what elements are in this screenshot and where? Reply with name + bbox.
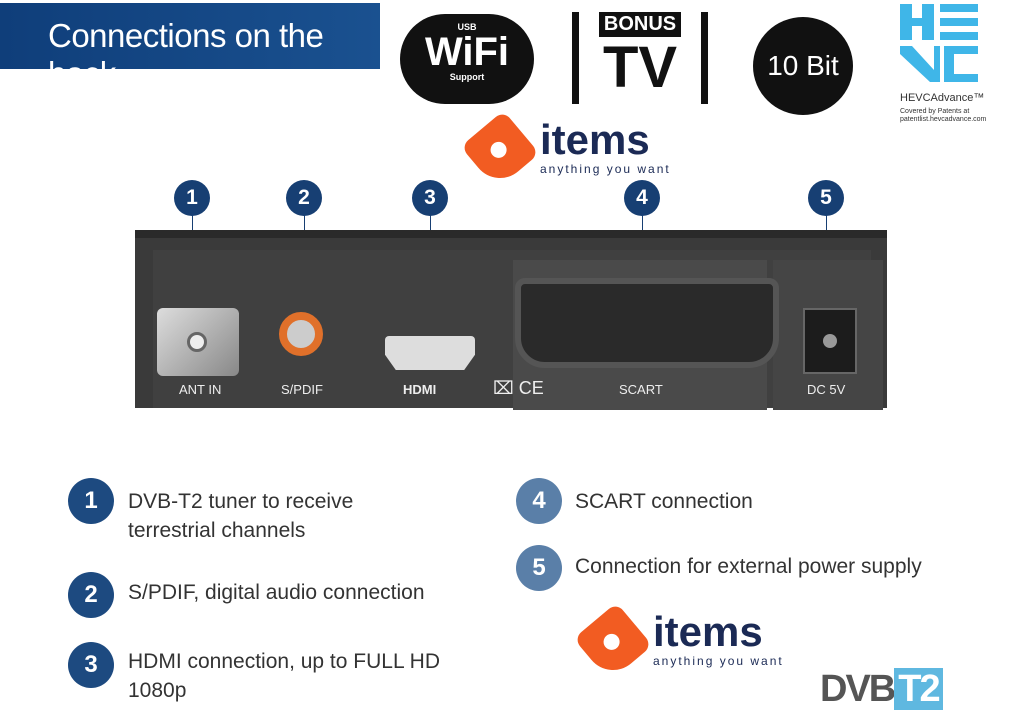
callout-5: 5: [808, 180, 844, 216]
spdif-port-icon: [279, 312, 323, 356]
hdmi-port-icon: [385, 336, 475, 370]
feature-num-3: 3: [68, 642, 114, 688]
watermark-slogan: anything you want: [653, 654, 784, 668]
hdmi-label: HDMI: [403, 382, 437, 397]
dvb-logo-left: DVB: [820, 668, 896, 710]
callout-4: 4: [624, 180, 660, 216]
receiver-back-panel: ANT IN S/PDIF HDMI ⌧ CE SCART DC 5V: [135, 230, 887, 410]
antenna-port-icon: [157, 308, 239, 376]
callout-2: 2: [286, 180, 322, 216]
feature-text-5: Connection for external power supply: [575, 555, 922, 578]
dc-port-icon: [803, 308, 857, 374]
scart-port-icon: [515, 278, 779, 368]
callout-3: 3: [412, 180, 448, 216]
ten-bit-badge: 10 Bit: [753, 17, 853, 115]
tv-label: TV: [602, 35, 678, 100]
feature-num-5: 5: [516, 545, 562, 591]
page-title: Connections on the back: [0, 3, 380, 92]
wifi-badge-top: USB: [457, 22, 477, 32]
hevc-logo-icon: [900, 4, 978, 82]
feature-num-2: 2: [68, 572, 114, 618]
watermark-brand: items: [540, 116, 650, 163]
wifi-badge-main: WiFi: [424, 30, 510, 74]
callout-1: 1: [174, 180, 210, 216]
dc-label: DC 5V: [807, 382, 846, 397]
watermark-slogan: anything you want: [540, 162, 671, 176]
ant-in-label: ANT IN: [179, 382, 222, 397]
feature-num-1: 1: [68, 478, 114, 524]
bonus-label: BONUS: [599, 12, 681, 37]
weee-ce-marks: ⌧ CE: [493, 378, 544, 398]
spdif-label: S/PDIF: [281, 382, 323, 397]
usb-wifi-badge: USB WiFi Support: [400, 14, 534, 104]
feature-text-1: DVB-T2 tuner to receive terrestrial chan…: [128, 490, 354, 542]
feature-text-3: HDMI connection, up to FULL HD 1080p: [128, 650, 441, 702]
feature-text-2: S/PDIF, digital audio connection: [128, 581, 425, 604]
wifi-badge-bottom: Support: [449, 72, 485, 82]
hevc-patent-note: Covered by Patents at patentlist.hevcadv…: [900, 108, 987, 123]
feature-num-4: 4: [516, 478, 562, 524]
scart-label: SCART: [619, 382, 663, 397]
hevc-advance-label: HEVCAdvance™: [900, 92, 985, 104]
feature-text-4: SCART connection: [575, 490, 753, 513]
watermark-brand: items: [653, 608, 763, 655]
dvb-logo-right: T2: [894, 668, 943, 710]
bonus-tv-badge: BONUS TV: [572, 12, 708, 104]
